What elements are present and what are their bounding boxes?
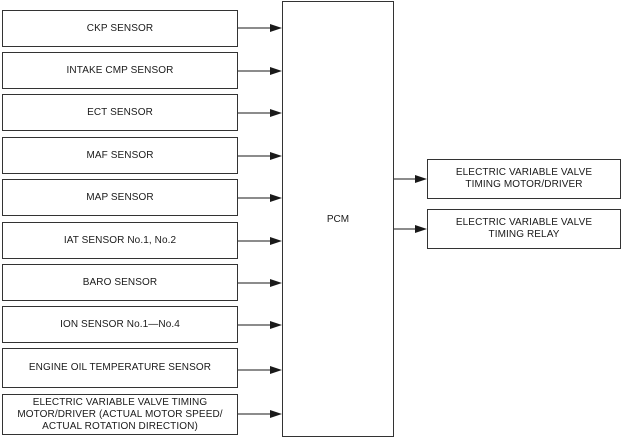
input-box-maf-sensor: MAF SENSOR (2, 137, 238, 174)
arrow-ect-to-pcm (238, 109, 282, 117)
input-label-multiline: ELECTRIC VARIABLE VALVE TIMING MOTOR/DRI… (17, 397, 222, 433)
output-label-line: TIMING RELAY (488, 229, 560, 240)
arrow-baro-to-pcm (238, 279, 282, 287)
output-label-line: ELECTRIC VARIABLE VALVE (455, 167, 593, 178)
input-label: MAP SENSOR (86, 191, 154, 203)
input-label: ENGINE OIL TEMPERATURE SENSOR (28, 362, 212, 373)
pcm-block: PCM (282, 1, 394, 437)
input-box-map-sensor: MAP SENSOR (2, 179, 238, 216)
output-label: ELECTRIC VARIABLE VALVE TIMING MOTOR/DRI… (456, 167, 592, 191)
arrow-ckp-to-pcm (238, 24, 282, 32)
arrow-intake-cmp-to-pcm (238, 67, 282, 75)
arrow-ion-to-pcm (238, 321, 282, 329)
arrow-oil-temp-to-pcm (238, 366, 282, 374)
input-box-engine-oil-temperature-sensor: ENGINE OIL TEMPERATURE SENSOR (2, 348, 238, 388)
arrow-vvt-motor-to-pcm (238, 410, 282, 418)
input-label-line: ELECTRIC VARIABLE VALVE TIMING (32, 396, 208, 408)
arrow-maf-to-pcm (238, 152, 282, 160)
input-box-baro-sensor: BARO SENSOR (2, 264, 238, 301)
input-label-line: ACTUAL ROTATION DIRECTION) (42, 420, 198, 432)
output-label-line: ELECTRIC VARIABLE VALVE (455, 217, 593, 228)
arrow-iat-to-pcm (238, 237, 282, 245)
output-label-line: TIMING MOTOR/DRIVER (465, 179, 583, 190)
input-label: CKP SENSOR (86, 22, 154, 34)
input-label: IAT SENSOR No.1, No.2 (63, 234, 177, 246)
input-label: INTAKE CMP SENSOR (66, 64, 174, 76)
arrow-map-to-pcm (238, 194, 282, 202)
input-label: BARO SENSOR (82, 276, 158, 288)
input-label: MAF SENSOR (86, 149, 154, 161)
input-box-intake-cmp-sensor: INTAKE CMP SENSOR (2, 52, 238, 89)
input-box-ect-sensor: ECT SENSOR (2, 94, 238, 131)
input-box-ion-sensor: ION SENSOR No.1—No.4 (2, 306, 238, 343)
output-box-electric-vvt-motor-driver: ELECTRIC VARIABLE VALVE TIMING MOTOR/DRI… (427, 159, 621, 199)
output-label: ELECTRIC VARIABLE VALVE TIMING RELAY (456, 217, 592, 241)
pcm-label: PCM (326, 214, 350, 225)
input-box-ckp-sensor: CKP SENSOR (2, 10, 238, 47)
arrow-pcm-to-vvt-motor (394, 175, 427, 183)
arrow-pcm-to-vvt-relay (394, 225, 427, 233)
output-box-electric-vvt-relay: ELECTRIC VARIABLE VALVE TIMING RELAY (427, 209, 621, 249)
input-label: ECT SENSOR (87, 106, 153, 118)
input-box-electric-vvt-motor-driver: ELECTRIC VARIABLE VALVE TIMING MOTOR/DRI… (2, 394, 238, 435)
input-box-iat-sensor: IAT SENSOR No.1, No.2 (2, 222, 238, 259)
input-label: ION SENSOR No.1—No.4 (60, 318, 180, 330)
input-label-line: MOTOR/DRIVER (ACTUAL MOTOR SPEED/ (17, 408, 223, 420)
